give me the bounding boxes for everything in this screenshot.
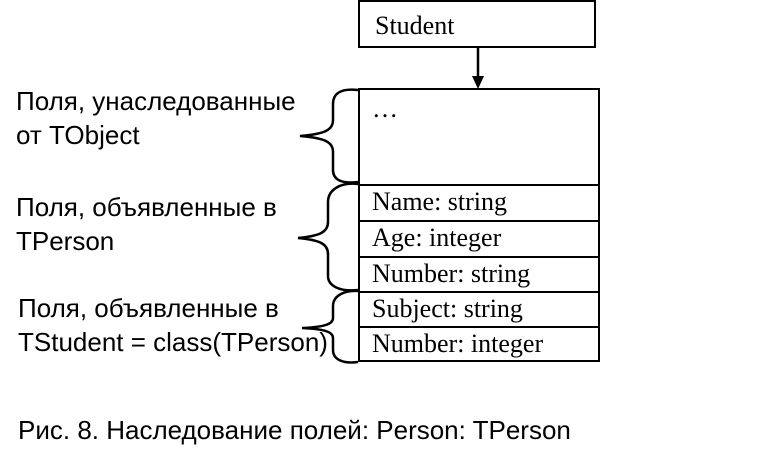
cell-field-number-string: Number: string [360, 258, 598, 293]
cell-field-number-integer: Number: integer [360, 328, 598, 362]
group-tobject-line1: Поля, унаследованные [16, 86, 296, 116]
field-age-label: Age: integer [372, 223, 502, 252]
student-variable-box: Student [358, 0, 596, 48]
object-memory-block: … Name: string Age: integer Number: stri… [358, 88, 600, 362]
group-tobject-line2: от TObject [16, 120, 140, 150]
cell-ellipsis: … [372, 94, 398, 123]
figure-caption: Рис. 8. Наследование полей: Person: TPer… [18, 415, 571, 445]
field-subject-label: Subject: string [372, 294, 523, 323]
brace-tobject [299, 88, 359, 184]
cell-tobject-fields: … [360, 90, 598, 186]
brace-tstudent [301, 289, 359, 364]
group-tperson-line1: Поля, объявленные в [16, 192, 277, 222]
cell-field-subject: Subject: string [360, 293, 598, 328]
group-tstudent-line1: Поля, объявленные в [18, 293, 279, 323]
field-number-string-label: Number: string [372, 259, 531, 288]
field-number-integer-label: Number: integer [372, 329, 544, 358]
group-label-tperson: Поля, объявленные в TPerson [16, 190, 277, 258]
cell-field-name: Name: string [360, 186, 598, 222]
student-variable-label: Student [375, 11, 455, 40]
group-label-tstudent: Поля, объявленные в TStudent = class(TPe… [18, 291, 328, 359]
group-tperson-line2: TPerson [16, 226, 115, 256]
field-name-label: Name: string [372, 187, 508, 216]
cell-field-age: Age: integer [360, 222, 598, 258]
brace-tperson [297, 182, 359, 292]
group-tstudent-line2: TStudent = class(TPerson) [18, 327, 328, 357]
group-label-tobject: Поля, унаследованные от TObject [16, 84, 296, 152]
pointer-arrow-head [472, 76, 484, 89]
